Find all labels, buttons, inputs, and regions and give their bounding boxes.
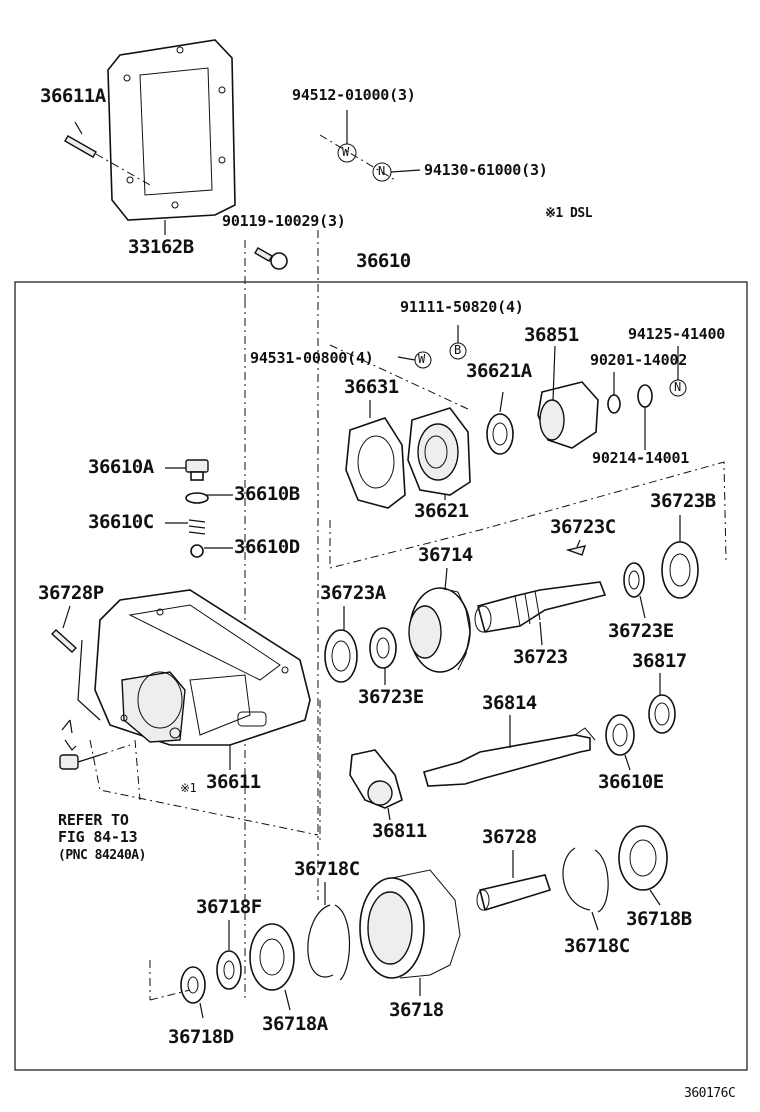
bearing-36718A <box>249 923 295 991</box>
label-94531: 94531-00800(4) <box>250 349 374 367</box>
gear-36714 <box>408 587 471 673</box>
snap-ring-36718C-left <box>307 904 351 981</box>
label-36723C: 36723C <box>550 516 616 538</box>
label-36631: 36631 <box>344 376 399 398</box>
bearing-36723A <box>324 629 358 683</box>
label-36714: 36714 <box>418 544 473 566</box>
label-36718F: 36718F <box>196 896 262 918</box>
refer-line-2[interactable]: FIG 84-13 <box>58 828 138 846</box>
gasket-33162B <box>107 39 236 221</box>
label-36723E-left: 36723E <box>358 686 424 708</box>
refer-line-1[interactable]: REFER TO <box>58 811 129 829</box>
label-90119: 90119-10029(3) <box>222 212 346 230</box>
shaft-36723 <box>474 581 607 633</box>
label-36621: 36621 <box>414 500 469 522</box>
label-36610C: 36610C <box>88 511 154 533</box>
label-36728: 36728 <box>482 826 537 848</box>
washer-w-letter: W <box>342 145 349 159</box>
label-91111: 91111-50820(4) <box>400 298 524 316</box>
sensor-bolt <box>59 719 101 770</box>
label-90201: 90201-14002 <box>590 351 688 369</box>
label-36718A: 36718A <box>262 1013 328 1035</box>
bearing-36723B <box>661 541 699 599</box>
refer-line-3[interactable]: (PNC 84240A) <box>58 848 146 863</box>
stud-36611A <box>64 135 151 186</box>
label-33162B: 33162B <box>128 236 194 258</box>
label-36728P: 36728P <box>38 582 104 604</box>
washer-36718F <box>216 950 242 990</box>
housing-36621 <box>407 407 471 496</box>
nut-n-letter-2: N <box>674 380 681 394</box>
seal-36817 <box>648 694 676 734</box>
washer-90201 <box>607 394 621 414</box>
label-36814: 36814 <box>482 692 537 714</box>
washer-90214 <box>637 384 653 408</box>
label-36610: 36610 <box>356 250 411 272</box>
label-36723E-right: 36723E <box>608 620 674 642</box>
label-36723B: 36723B <box>650 490 716 512</box>
key-36723C <box>565 545 587 556</box>
bearing-36718B <box>618 825 668 891</box>
snap-ring-36718C-right <box>562 847 609 913</box>
figure-code: 360176C <box>684 1086 736 1101</box>
label-36718C-right: 36718C <box>564 935 630 957</box>
fork-36811 <box>349 749 403 809</box>
cover-36851 <box>537 381 599 449</box>
washer-36610B <box>185 492 209 504</box>
label-94125: 94125-41400 <box>628 325 726 343</box>
label-36718: 36718 <box>389 999 444 1021</box>
label-36718C-left: 36718C <box>294 858 360 880</box>
ball-36610D <box>190 544 204 558</box>
label-36817: 36817 <box>632 650 687 672</box>
label-36811: 36811 <box>372 820 427 842</box>
label-36723A: 36723A <box>320 582 386 604</box>
bearing-36621A <box>486 413 514 455</box>
label-36610E: 36610E <box>598 771 664 793</box>
assembly-frame <box>14 281 748 1071</box>
label-90214: 90214-14001 <box>592 449 690 467</box>
washer-36718D <box>180 966 206 1004</box>
note-dsl: ※1 DSL <box>545 206 593 221</box>
bolt-b-letter: B <box>454 343 461 357</box>
plug-36610A <box>185 459 209 481</box>
label-36851: 36851 <box>524 324 579 346</box>
label-36723: 36723 <box>513 646 568 668</box>
shaft-36814 <box>423 727 596 787</box>
label-36611: 36611 <box>206 771 261 793</box>
washer-w-letter-2: W <box>418 352 425 366</box>
nut-n-letter: N <box>378 164 385 178</box>
case-36611 <box>94 589 311 746</box>
pin-36728P <box>50 629 78 653</box>
label-36621A: 36621A <box>466 360 532 382</box>
label-36610D: 36610D <box>234 536 300 558</box>
label-36610B: 36610B <box>234 483 300 505</box>
label-36610A: 36610A <box>88 456 154 478</box>
pin-36728 <box>476 874 552 912</box>
label-94130: 94130-61000(3) <box>424 161 548 179</box>
plate-36631 <box>345 417 406 509</box>
label-94512: 94512-01000(3) <box>292 86 416 104</box>
spacer-36723E-left <box>369 627 397 669</box>
spring-36610C <box>188 519 206 535</box>
label-36718B: 36718B <box>626 908 692 930</box>
bearing-36610E <box>605 714 635 756</box>
mark-note: ※1 <box>180 781 197 795</box>
label-36718D: 36718D <box>168 1026 234 1048</box>
bolt-90119 <box>254 247 288 270</box>
spacer-36723E-right <box>623 562 645 598</box>
label-36611A: 36611A <box>40 85 106 107</box>
gear-36718 <box>359 869 461 979</box>
